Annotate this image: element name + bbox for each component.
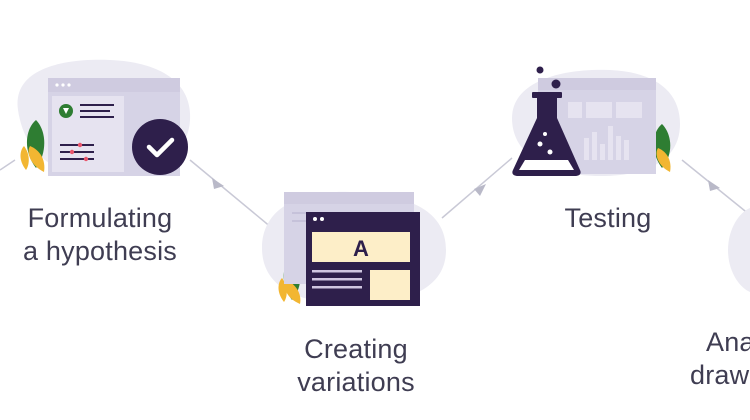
- leaf-icon: [653, 124, 671, 172]
- step-label-line: Formulating: [27, 203, 173, 233]
- step-label-line: Creating: [304, 334, 408, 364]
- flask-icon: [512, 66, 581, 176]
- step-label-creating: Creating variations: [256, 333, 456, 399]
- step-label-line: Testing: [564, 203, 652, 233]
- arrow-icon: [474, 184, 486, 196]
- connector-arrows: [212, 178, 720, 196]
- step-testing-illustration: [512, 66, 680, 176]
- leaf-icon: [20, 120, 45, 172]
- step-label-line: variations: [297, 367, 415, 397]
- step-label-line: draw: [690, 360, 750, 390]
- connector-line: [189, 159, 273, 229]
- step-label-formulating: Formulating a hypothesis: [0, 202, 200, 268]
- check-icon: [132, 119, 188, 175]
- step-analyzing-illustration: [728, 208, 750, 292]
- step-label-line: a hypothesis: [23, 236, 177, 266]
- connector-line: [0, 159, 16, 171]
- step-label-testing: Testing: [508, 202, 708, 235]
- slider-icon: [60, 142, 94, 162]
- step-creating-illustration: A: [262, 191, 446, 306]
- bulb-icon: [59, 104, 73, 118]
- step-label-line: Ana: [706, 327, 750, 357]
- bar-chart-icon: [584, 126, 629, 160]
- variation-badge: A: [353, 236, 369, 261]
- arrow-icon: [708, 180, 720, 191]
- step-formulating-illustration: [17, 59, 191, 177]
- arrow-icon: [212, 178, 224, 189]
- background-blob: [728, 208, 750, 292]
- step-label-analyzing: Ana draw: [690, 326, 750, 392]
